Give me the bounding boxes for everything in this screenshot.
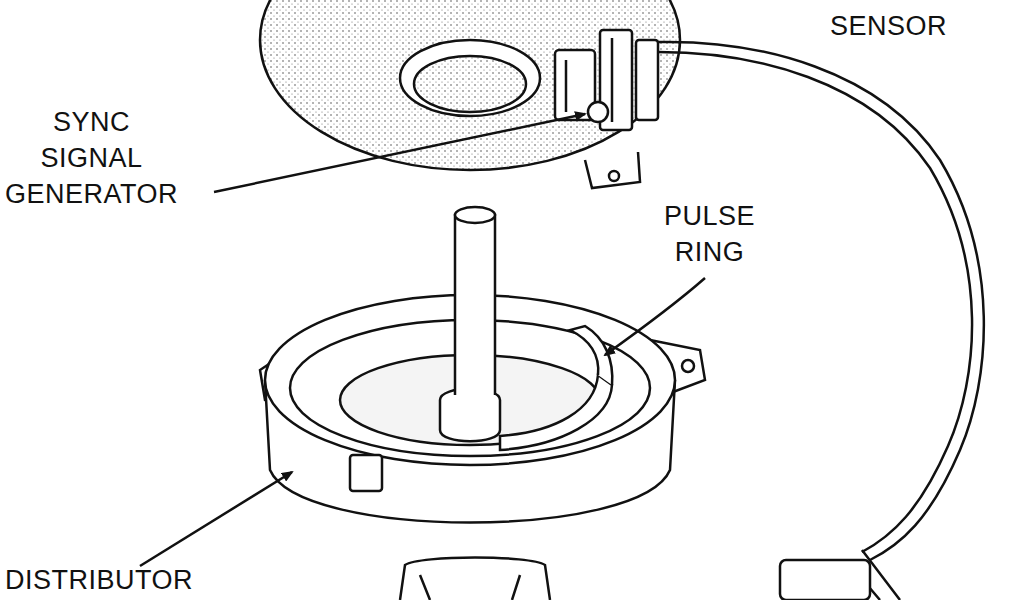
part-label: PULSE RING bbox=[664, 198, 755, 270]
distributor-housing bbox=[260, 207, 705, 600]
leader-lines bbox=[140, 114, 705, 566]
sensor-plate bbox=[260, 0, 984, 600]
part-label: DISTRIBUTOR bbox=[5, 562, 193, 598]
part-label: SYNC SIGNAL GENERATOR bbox=[5, 104, 178, 212]
part-label: SENSOR bbox=[830, 8, 947, 44]
